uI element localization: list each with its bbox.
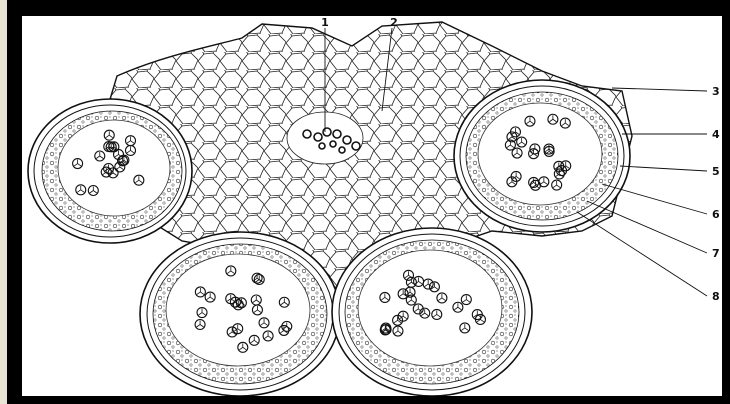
label-8: 8 — [712, 290, 720, 303]
anther-diagram: 1 2 3 4 5 6 7 8 — [22, 16, 722, 396]
pollen-sac-lower-left — [140, 232, 340, 396]
pollen-sac-upper-right — [454, 80, 630, 232]
label-7: 7 — [712, 247, 720, 260]
label-5: 5 — [712, 165, 720, 178]
label-3: 3 — [712, 85, 720, 98]
label-4: 4 — [712, 128, 720, 141]
window-edge-strip — [0, 0, 7, 404]
label-2: 2 — [390, 16, 398, 29]
label-1: 1 — [321, 16, 329, 29]
anther-cross-section-figure: 1 2 3 4 5 6 7 8 — [22, 16, 722, 396]
label-6: 6 — [712, 208, 720, 221]
pollen-sac-upper-left — [28, 99, 192, 243]
